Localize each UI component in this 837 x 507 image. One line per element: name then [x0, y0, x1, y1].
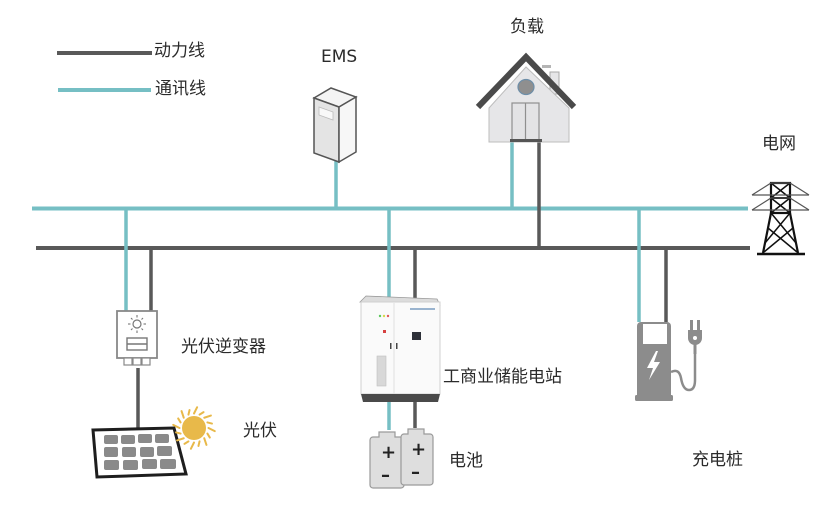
battery-left-minus: –: [381, 465, 390, 486]
ems-server-icon: [312, 87, 358, 164]
sun-ray: [206, 421, 213, 425]
load-label: 负载: [510, 17, 544, 37]
pv-label: 光伏: [243, 421, 277, 441]
sun-ray: [172, 423, 181, 429]
sun-ray: [187, 409, 191, 416]
sun-ray: [176, 437, 185, 442]
sun-ray: [175, 431, 182, 435]
sun-ray: [197, 440, 201, 447]
sun-ray: [203, 437, 208, 446]
charging-station-icon: [635, 320, 702, 401]
sun-ray: [193, 406, 199, 415]
sun-ray: [177, 417, 182, 424]
battery-right-plus: +: [411, 439, 427, 460]
sun-ray: [206, 432, 211, 439]
sun-ray: [183, 440, 190, 445]
battery-right-minus: –: [411, 462, 420, 483]
sun-ray: [189, 441, 195, 450]
charger-label: 充电桩: [692, 450, 743, 470]
transmission-tower-icon: [751, 181, 810, 256]
legend-comm-label: 通讯线: [155, 79, 206, 99]
sun-ray: [207, 427, 216, 433]
sun-ray: [198, 411, 205, 416]
energy-storage-cabinet-icon: [359, 295, 441, 402]
pv-inverter-icon: [116, 310, 158, 366]
solar-panel-icon: [91, 426, 188, 479]
battery-icon-right: [400, 428, 434, 486]
house-icon: [475, 52, 577, 143]
ems-label: EMS: [321, 47, 358, 67]
sun-ray: [203, 414, 212, 419]
sun-ray: [180, 410, 185, 419]
grid-label: 电网: [762, 134, 796, 154]
ess-station-label: 工商业储能电站: [443, 367, 562, 387]
pv-inverter-label: 光伏逆变器: [181, 337, 266, 357]
sun-icon: [172, 406, 216, 450]
battery-left-plus: +: [381, 442, 397, 463]
legend-power-label: 动力线: [154, 41, 205, 61]
battery-label: 电池: [449, 451, 483, 471]
